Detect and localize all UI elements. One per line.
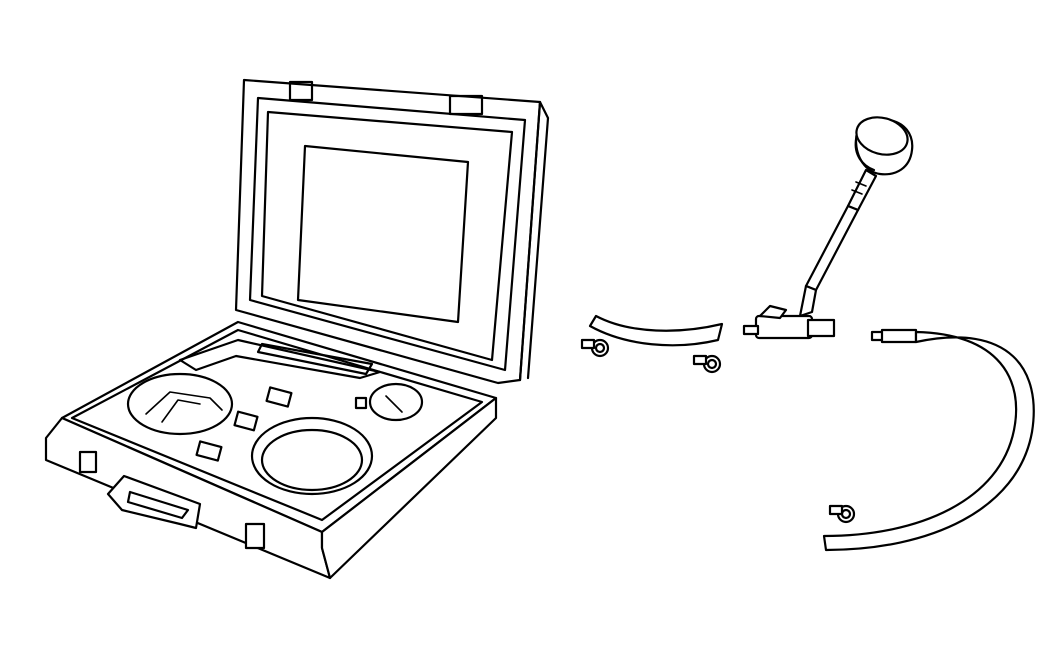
short-hose-clamp-left	[580, 338, 610, 358]
latch-left-icon[interactable]	[78, 450, 98, 474]
case-handle[interactable]	[106, 474, 202, 530]
lid-window	[296, 144, 470, 324]
kit-case	[44, 78, 550, 580]
gauge-head-icon	[854, 116, 914, 176]
hose-clamp-icon	[828, 504, 856, 524]
cutout-left-circle	[126, 372, 234, 436]
hose-clamp-icon	[692, 354, 722, 374]
latch-right-icon[interactable]	[244, 522, 266, 550]
gauge-assembly	[742, 116, 914, 340]
case-base	[44, 320, 498, 580]
long-hose	[822, 328, 1035, 552]
cutout-gauge-circle	[368, 382, 424, 422]
long-hose-clamp	[828, 504, 856, 524]
case-lid	[234, 78, 550, 385]
hose-clamp-icon	[580, 338, 610, 358]
short-hose-clamp-right	[692, 354, 722, 374]
short-hose	[588, 314, 724, 347]
